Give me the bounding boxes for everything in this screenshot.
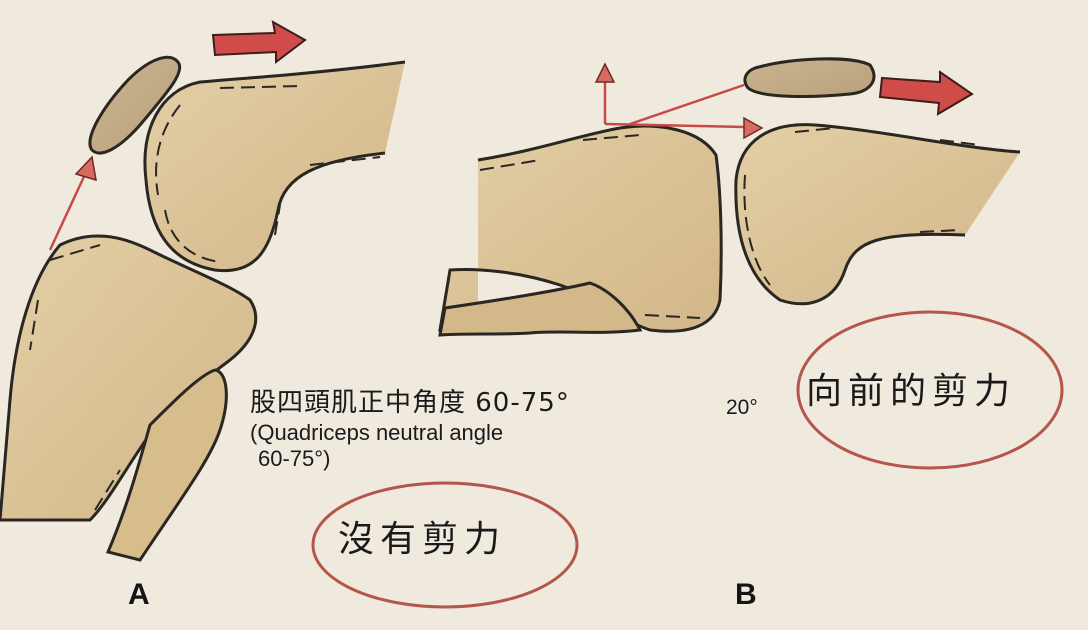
femur-a [143, 60, 406, 273]
force-vector-up-icon [594, 62, 616, 83]
quadriceps-pull-arrow-icon [211, 20, 307, 65]
quadriceps-angle-label-en-line1: (Quadriceps neutral angle [250, 420, 504, 445]
tibia-b [438, 124, 723, 333]
force-arrow-up-icon [74, 155, 97, 182]
fibula-b [438, 281, 643, 337]
caption-circle-b [796, 310, 1064, 470]
quadriceps-angle-label-en-line2: 60-75°) [258, 446, 331, 471]
patella-b [743, 57, 876, 98]
panel-b-drawing [438, 57, 1021, 337]
patella-a [88, 55, 182, 155]
anterior-shear-caption: 向前的剪力 [806, 371, 1017, 412]
angle-20-label: 20° [726, 396, 758, 419]
force-vector-right-icon [743, 116, 764, 140]
femur-b [734, 123, 1021, 306]
caption-circle-a [311, 481, 579, 609]
quadriceps-pull-arrow-icon-b [878, 70, 974, 116]
panel-a-drawing [0, 20, 406, 562]
panel-label-a: A [128, 578, 150, 611]
quadriceps-angle-label-cn: 股四頭肌正中角度 60-75° [250, 388, 570, 418]
no-shear-caption: 沒有剪力 [338, 519, 507, 560]
fibula-a [105, 368, 228, 562]
panel-label-b: B [735, 578, 757, 611]
